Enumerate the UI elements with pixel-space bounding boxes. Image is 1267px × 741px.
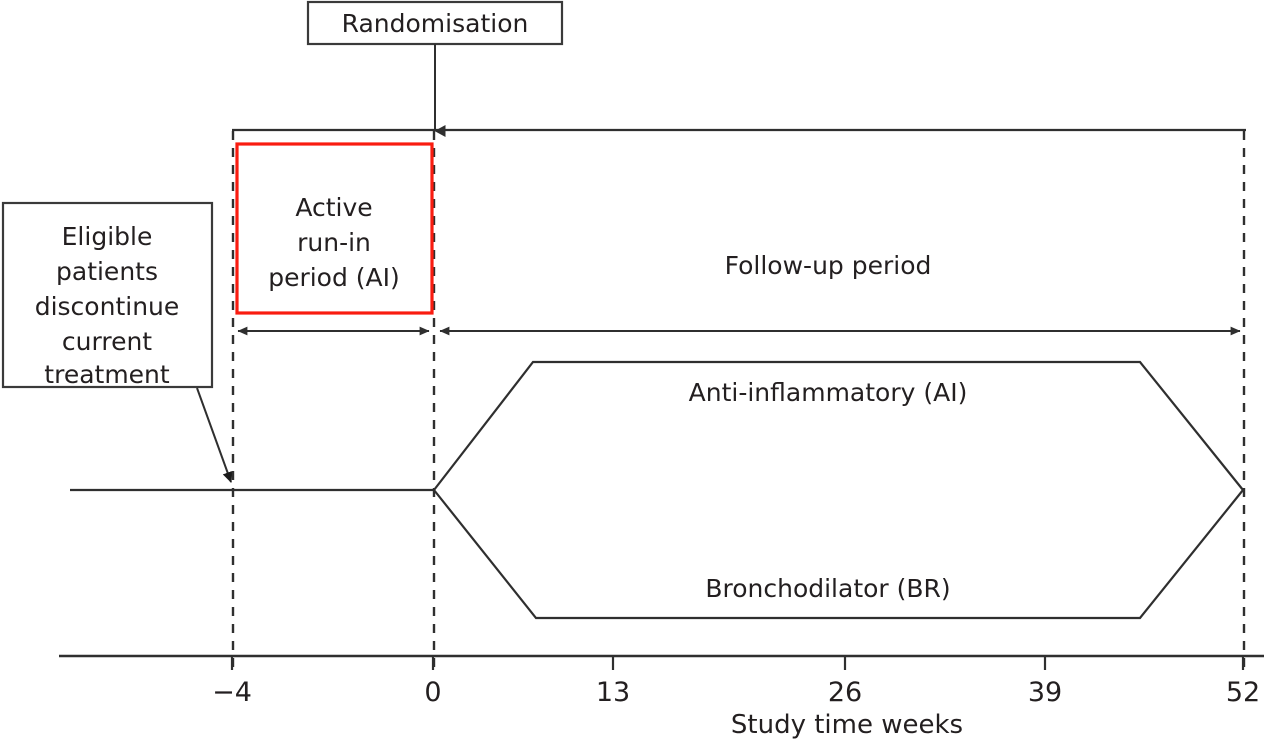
x-tick-label-26: 26 bbox=[828, 677, 862, 708]
bronchodilator-arm-shape bbox=[433, 489, 1244, 620]
active-run-in-period: Active run-in period (AI) bbox=[235, 142, 434, 315]
eligible-patients-box bbox=[1, 201, 214, 389]
run-in-line-1: Active bbox=[295, 193, 372, 222]
eligible-line-5: treatment bbox=[44, 360, 170, 389]
eligible-patients-callout: Eligible patients discontinue current tr… bbox=[1, 201, 233, 483]
anti-inflammatory-arm-shape bbox=[433, 360, 1244, 491]
bronchodilator-label: Bronchodilator (BR) bbox=[705, 574, 950, 603]
eligible-line-2: patients bbox=[56, 257, 158, 286]
arm-anti-inflammatory: Anti-inflammatory (AI) bbox=[433, 360, 1244, 491]
x-tick-label-39: 39 bbox=[1028, 677, 1062, 708]
randomisation-label: Randomisation bbox=[342, 9, 529, 38]
x-tick-label-0: 0 bbox=[424, 677, 441, 708]
eligible-line-3: discontinue bbox=[35, 292, 180, 321]
run-in-line-3: period (AI) bbox=[268, 263, 400, 292]
run-in-box bbox=[235, 142, 434, 315]
randomisation-box bbox=[306, 0, 564, 46]
x-axis-title: Study time weeks bbox=[731, 710, 963, 740]
eligible-line-4: current bbox=[62, 327, 152, 356]
arm-bronchodilator: Bronchodilator (BR) bbox=[433, 489, 1244, 620]
x-tick-label-minus4: −4 bbox=[212, 677, 252, 708]
x-tick-label-13: 13 bbox=[596, 677, 630, 708]
follow-up-period-label: Follow-up period bbox=[725, 251, 932, 280]
x-tick-label-52: 52 bbox=[1226, 677, 1260, 708]
eligible-line-1: Eligible bbox=[62, 222, 153, 251]
x-axis: −4 0 13 26 39 52 Study time weeks bbox=[59, 654, 1264, 740]
anti-inflammatory-label: Anti-inflammatory (AI) bbox=[689, 378, 968, 407]
randomisation-callout: Randomisation bbox=[306, 0, 564, 137]
run-in-line-2: run-in bbox=[297, 228, 371, 257]
eligible-patients-arrow bbox=[196, 387, 233, 483]
